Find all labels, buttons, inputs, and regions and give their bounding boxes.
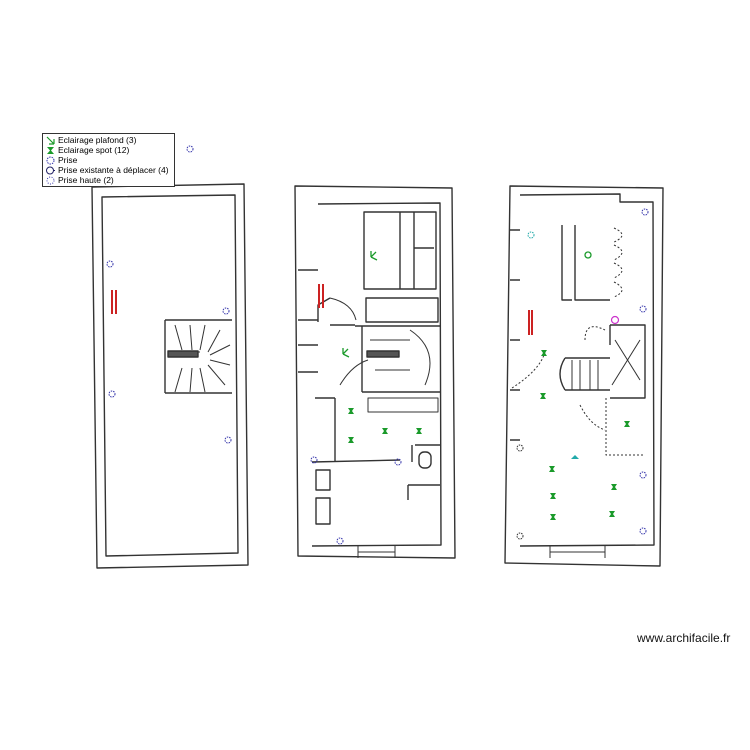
legend-item: Eclairage spot (12) xyxy=(46,145,174,155)
legend-item: Eclairage plafond (3) xyxy=(46,135,174,145)
outlet-icon xyxy=(106,260,114,268)
special-outlet-icon xyxy=(610,315,620,325)
ceiling-light-icon xyxy=(46,136,55,145)
legend-item: Prise haute (2) xyxy=(46,175,174,185)
spot-light-icon xyxy=(382,428,388,434)
spot-light-icon xyxy=(609,511,615,517)
ceiling-light-icon xyxy=(370,251,378,261)
legend-item: Prise existante à déplacer (4) xyxy=(46,165,174,175)
spot-light-icon xyxy=(348,408,354,414)
existing-outlet-icon xyxy=(46,166,55,174)
outlet-icon xyxy=(108,390,116,398)
high-outlet-icon xyxy=(46,176,55,184)
spot-light-icon xyxy=(550,514,556,520)
radiator-icon xyxy=(318,284,324,308)
outlet-icon xyxy=(222,307,230,315)
spot-light-icon xyxy=(540,393,546,399)
spot-light-icon xyxy=(550,493,556,499)
cyan-marker-icon xyxy=(571,455,579,459)
outlet-icon xyxy=(46,156,55,164)
outlet-icon xyxy=(516,532,524,540)
spot-light-icon xyxy=(624,421,630,427)
legend: Eclairage plafond (3) Eclairage spot (12… xyxy=(42,133,175,187)
outlet-icon xyxy=(639,305,647,313)
spot-light-icon xyxy=(549,466,555,472)
floor-plan-1 xyxy=(91,183,249,569)
legend-item: Prise xyxy=(46,155,174,165)
spot-light-icon xyxy=(47,146,54,154)
outlet-icon xyxy=(639,527,647,535)
outlet-icon xyxy=(336,537,344,545)
radiator-icon xyxy=(111,290,117,314)
outlet-icon xyxy=(224,436,232,444)
ceiling-light-icon xyxy=(584,251,592,259)
outlet-icon xyxy=(394,458,402,466)
outlet-icon xyxy=(310,456,318,464)
outlet-icon xyxy=(641,208,649,216)
spot-light-icon xyxy=(416,428,422,434)
outlet-icon xyxy=(186,145,194,153)
radiator-symbols xyxy=(111,284,533,335)
outlet-icon xyxy=(516,444,524,452)
outlet-icon xyxy=(527,231,535,239)
watermark: www.archifacile.fr xyxy=(637,631,731,645)
floor-plan-3 xyxy=(504,185,664,567)
spot-light-icon xyxy=(611,484,617,490)
floor-plan-2 xyxy=(294,185,456,559)
radiator-icon xyxy=(528,310,533,335)
spot-light-icon xyxy=(541,350,547,356)
spot-light-icon xyxy=(348,437,354,443)
ceiling-light-icon xyxy=(342,348,350,358)
outlet-icon xyxy=(639,471,647,479)
